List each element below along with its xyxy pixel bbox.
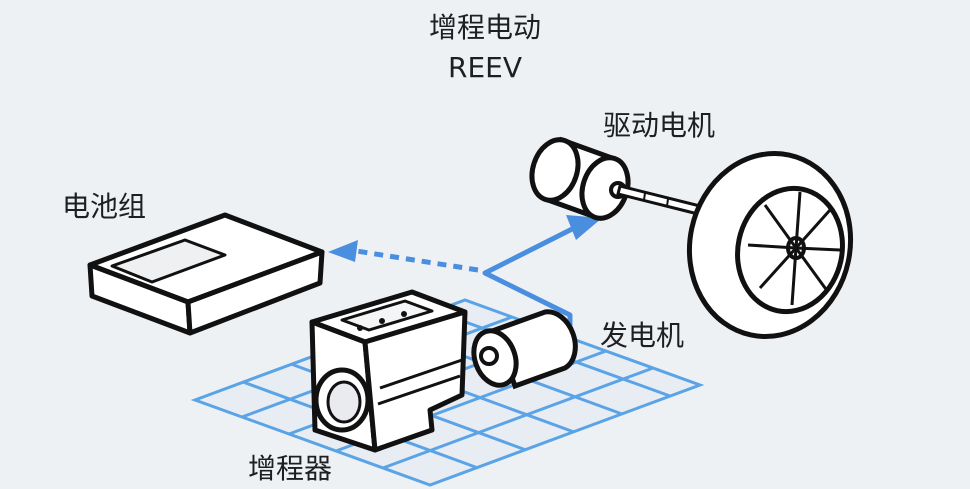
title-zh: 增程电动	[428, 11, 541, 44]
wheel-icon	[686, 150, 854, 340]
drive-motor-cylinder-icon	[529, 136, 702, 221]
engine-block-icon	[309, 289, 468, 453]
generator-label: 发电机	[600, 319, 685, 352]
title-en: REEV	[448, 51, 522, 84]
battery-pack-icon	[87, 212, 325, 336]
arrow-head-to-drive-motor	[566, 215, 602, 240]
battery-label: 电池组	[62, 190, 147, 223]
arrow-head-to-battery	[328, 240, 358, 262]
drive-motor-label: 驱动电机	[603, 109, 716, 142]
range-extender-label: 增程器	[248, 452, 333, 485]
generator-cylinder-icon	[471, 309, 578, 390]
